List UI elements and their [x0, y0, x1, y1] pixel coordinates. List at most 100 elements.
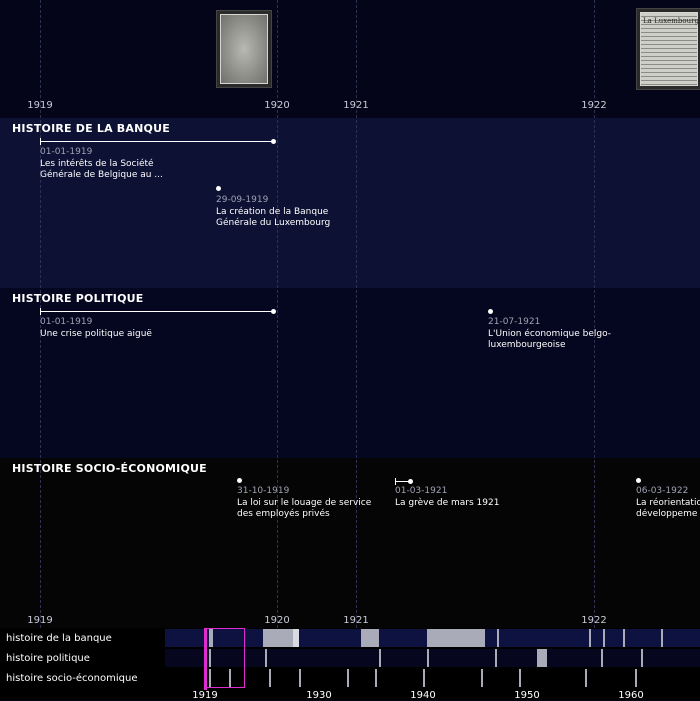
- minimap-marker: [585, 669, 587, 687]
- minimap-row-banque[interactable]: [165, 629, 700, 647]
- event-title: Une crise politique aiguë: [40, 328, 152, 339]
- minimap-marker: [423, 669, 425, 687]
- event-item[interactable]: 01-01-1919 Les intérêts de la Société Gé…: [40, 147, 163, 182]
- event-date: 21-07-1921: [488, 317, 541, 327]
- event-date: 06-03-1922: [636, 486, 689, 496]
- newspaper-page: [641, 13, 697, 85]
- minimap-label-politique: histoire politique: [6, 653, 90, 664]
- minimap-marker: [537, 649, 547, 667]
- minimap-marker: [209, 649, 211, 667]
- minimap-marker: [209, 669, 211, 687]
- timeline-header-band: [0, 0, 700, 118]
- event-item[interactable]: 01-01-1919 Une crise politique aiguë: [40, 317, 152, 340]
- event-title: Générale de Belgique au ...: [40, 170, 163, 180]
- event-dot[interactable]: [488, 309, 493, 314]
- year-label-bottom: 1921: [343, 615, 369, 626]
- minimap-row-socio-economique[interactable]: [165, 669, 700, 687]
- event-item[interactable]: 01-03-1921 La grève de mars 1921: [395, 486, 499, 509]
- timeline-minimap[interactable]: histoire de la banque histoire politique…: [0, 628, 700, 700]
- year-label-top: 1921: [343, 100, 369, 111]
- minimap-marker: [299, 669, 301, 687]
- minimap-viewport-window[interactable]: [204, 628, 245, 688]
- event-title: L'Union économique belgo-: [488, 328, 612, 339]
- event-span-line: [395, 481, 409, 482]
- year-label-top: 1922: [581, 100, 607, 111]
- document-page: [221, 15, 267, 83]
- event-date: 31-10-1919: [237, 486, 290, 496]
- event-title: La réorientatio: [636, 497, 700, 508]
- event-span-end-dot: [271, 139, 276, 144]
- minimap-marker: [481, 669, 483, 687]
- year-label-top: 1919: [27, 100, 53, 111]
- minimap-drag-handle[interactable]: [204, 628, 207, 690]
- event-title: Générale du Luxembourg: [216, 218, 331, 228]
- event-dot[interactable]: [237, 478, 242, 483]
- section-band-socio-economique: [0, 458, 700, 628]
- minimap-marker: [427, 629, 485, 647]
- minimap-marker: [427, 649, 429, 667]
- gridline-1920: [277, 0, 278, 628]
- event-dot[interactable]: [216, 186, 221, 191]
- minimap-marker: [361, 629, 379, 647]
- event-span-line: [40, 141, 272, 142]
- minimap-marker: [269, 669, 271, 687]
- minimap-row-politique[interactable]: [165, 649, 700, 667]
- minimap-marker: [601, 649, 603, 667]
- year-label-top: 1920: [264, 100, 290, 111]
- section-band-politique: [0, 288, 700, 458]
- minimap-marker: [263, 629, 293, 647]
- event-item[interactable]: 21-07-1921 L'Union économique belgo- lux…: [488, 317, 611, 352]
- event-date: 29-09-1919: [216, 195, 269, 205]
- minimap-marker: [603, 629, 605, 647]
- event-title: La loi sur le louage de service: [237, 497, 372, 508]
- minimap-marker: [265, 649, 267, 667]
- minimap-marker: [589, 629, 591, 647]
- event-span-end-dot: [408, 479, 413, 484]
- minimap-marker: [519, 669, 521, 687]
- event-span-line: [40, 311, 272, 312]
- minimap-marker: [293, 629, 299, 647]
- section-band-banque: [0, 118, 700, 288]
- event-item[interactable]: 06-03-1922 La réorientatio développeme: [636, 486, 700, 521]
- section-title-socio-economique: HISTOIRE SOCIO-ÉCONOMIQUE: [12, 462, 207, 475]
- minimap-marker: [623, 629, 625, 647]
- minimap-marker: [635, 669, 637, 687]
- minimap-axis-label: 1950: [514, 690, 540, 701]
- section-title-politique: HISTOIRE POLITIQUE: [12, 292, 144, 305]
- minimap-label-banque: histoire de la banque: [6, 633, 112, 644]
- minimap-axis-label: 1919: [192, 690, 218, 701]
- gridline-1921: [356, 0, 357, 628]
- minimap-marker: [641, 649, 643, 667]
- minimap-axis-label: 1930: [306, 690, 332, 701]
- newspaper-title: La Luxembourgeoise: [643, 17, 700, 25]
- event-date: 01-01-1919: [40, 147, 93, 157]
- minimap-axis-label: 1940: [410, 690, 436, 701]
- event-title: La création de la Banque: [216, 206, 329, 217]
- event-title: développeme: [636, 509, 698, 519]
- newspaper-thumbnail[interactable]: La Luxembourgeoise: [636, 8, 700, 90]
- event-title: luxembourgeoise: [488, 340, 566, 350]
- year-label-bottom: 1919: [27, 615, 53, 626]
- event-dot[interactable]: [636, 478, 641, 483]
- minimap-marker: [497, 629, 499, 647]
- minimap-marker: [375, 669, 377, 687]
- event-title: des employés privés: [237, 509, 330, 519]
- minimap-marker: [495, 649, 497, 667]
- minimap-marker: [229, 669, 231, 687]
- event-span-end-dot: [271, 309, 276, 314]
- event-item[interactable]: 29-09-1919 La création de la Banque Géné…: [216, 195, 330, 230]
- event-date: 01-01-1919: [40, 317, 93, 327]
- event-date: 01-03-1921: [395, 486, 448, 496]
- minimap-marker: [379, 649, 381, 667]
- event-title: La grève de mars 1921: [395, 497, 500, 508]
- minimap-marker: [661, 629, 663, 647]
- year-label-bottom: 1920: [264, 615, 290, 626]
- year-label-bottom: 1922: [581, 615, 607, 626]
- minimap-marker: [347, 669, 349, 687]
- document-thumbnail[interactable]: [216, 10, 272, 88]
- event-item[interactable]: 31-10-1919 La loi sur le louage de servi…: [237, 486, 371, 521]
- section-title-banque: HISTOIRE DE LA BANQUE: [12, 122, 170, 135]
- minimap-axis-label: 1960: [618, 690, 644, 701]
- minimap-label-socio-economique: histoire socio-économique: [6, 673, 138, 684]
- gridline-1922: [594, 0, 595, 628]
